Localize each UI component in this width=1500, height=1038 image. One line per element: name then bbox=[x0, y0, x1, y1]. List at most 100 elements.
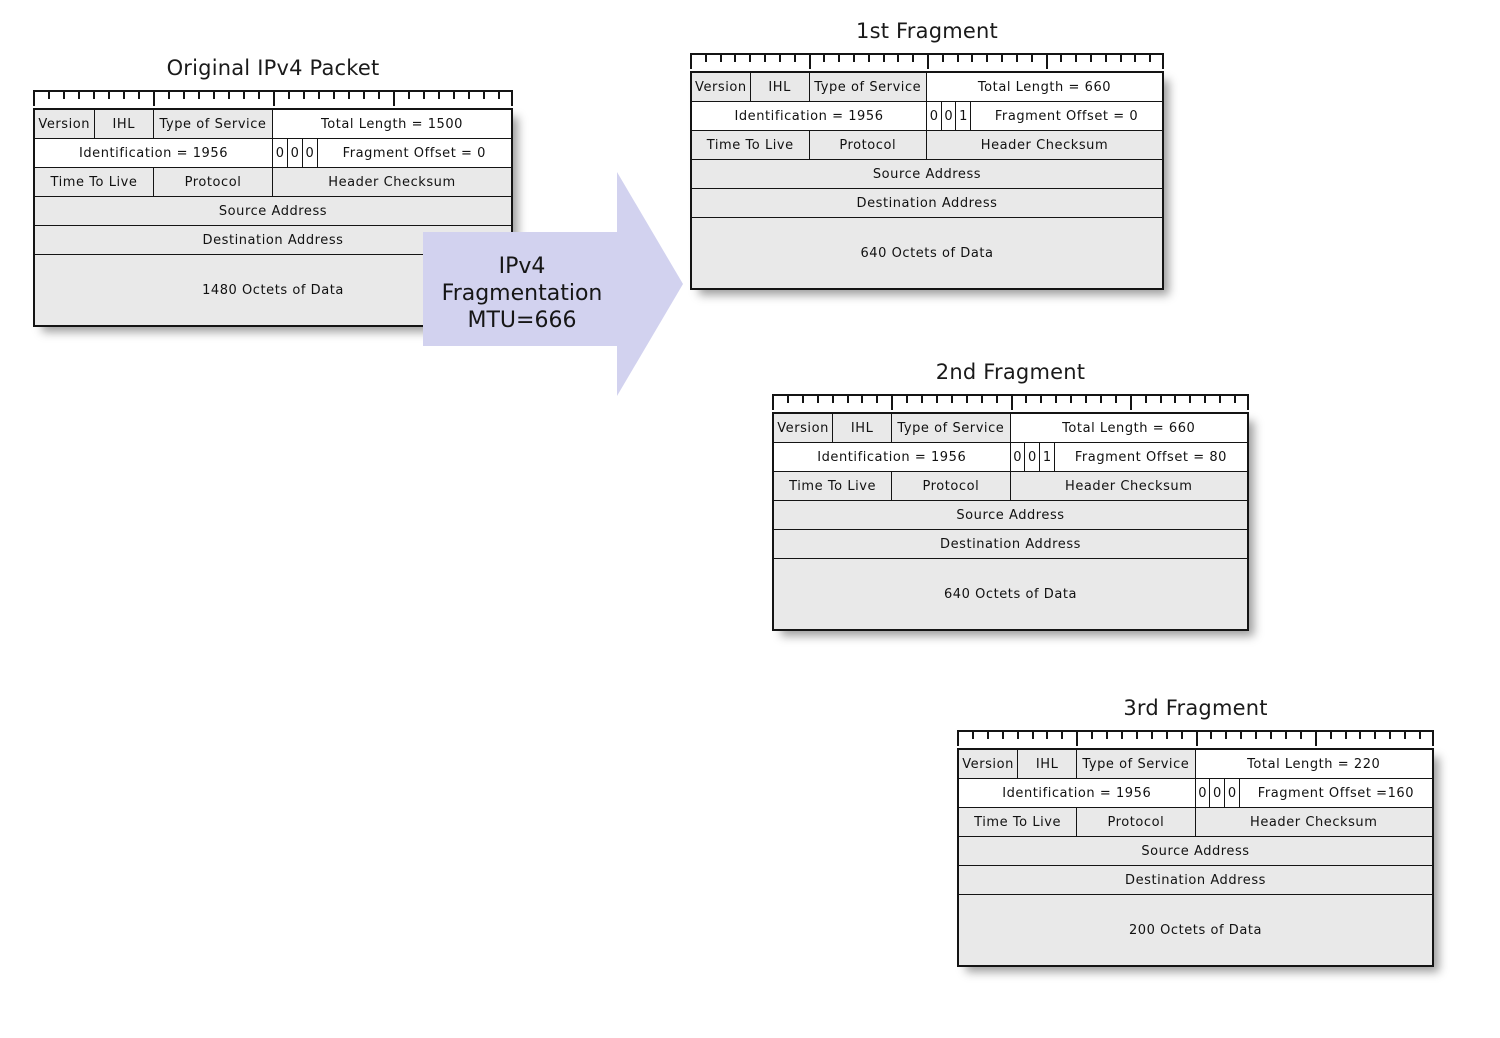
ruler-tick-minor bbox=[1089, 53, 1092, 62]
header-field: Total Length = 660 bbox=[1010, 414, 1247, 442]
header-field: 0 bbox=[1196, 779, 1211, 807]
ruler-tick-major bbox=[1076, 730, 1079, 746]
header-field: Header Checksum bbox=[1250, 814, 1378, 830]
ruler-tick-minor bbox=[213, 90, 215, 99]
ruler-tick-major bbox=[1010, 394, 1013, 410]
ruler-tick-major bbox=[1195, 730, 1198, 746]
ruler-tick-major bbox=[1045, 53, 1048, 69]
header-field: Total Length = 1500 bbox=[273, 110, 511, 138]
ruler-tick-major bbox=[1162, 53, 1164, 69]
header-field: Header Checksum bbox=[1065, 478, 1193, 494]
header-field: 0 bbox=[288, 139, 303, 167]
ruler-tick-minor bbox=[921, 394, 924, 403]
ruler-tick-minor bbox=[852, 53, 855, 62]
ruler-tick-minor bbox=[801, 394, 804, 403]
header-field: Fragment Offset = 0 bbox=[342, 145, 486, 161]
header-field: Identification = 1956 bbox=[35, 139, 273, 167]
header-field: Version bbox=[35, 110, 95, 138]
ruler-tick-minor bbox=[764, 53, 767, 62]
header-field: Protocol bbox=[810, 131, 927, 159]
ruler-tick-minor bbox=[846, 394, 849, 403]
header-field: Destination Address bbox=[940, 536, 1081, 552]
ruler-tick-minor bbox=[912, 53, 915, 62]
header-row: Source Address bbox=[959, 837, 1432, 866]
ruler-tick-major bbox=[273, 90, 275, 106]
bit-ruler bbox=[690, 53, 1164, 69]
ruler-tick-minor bbox=[1015, 53, 1018, 62]
header-field: 200 Octets of Data bbox=[1128, 922, 1263, 938]
ruler-tick-minor bbox=[93, 90, 95, 99]
ruler-tick-major bbox=[927, 53, 929, 69]
ruler-tick-minor bbox=[1404, 730, 1407, 739]
header-field: Type of Service bbox=[1077, 750, 1196, 778]
header-field: Destination Address bbox=[1125, 872, 1266, 888]
header-row: 640 Octets of Data bbox=[774, 559, 1247, 629]
ruler-tick-minor bbox=[778, 53, 781, 62]
header-field: Type of Service bbox=[892, 414, 1011, 442]
ruler-tick-minor bbox=[123, 90, 125, 99]
header-field: Fragment Offset =160 bbox=[1257, 785, 1415, 801]
header-row: Source Address bbox=[35, 197, 511, 226]
ruler-tick-minor bbox=[838, 53, 841, 62]
ruler-tick-minor bbox=[971, 53, 974, 62]
ruler-tick-minor bbox=[876, 394, 879, 403]
ruler-tick-minor bbox=[704, 53, 707, 62]
ruler-tick-minor bbox=[1055, 394, 1058, 403]
header-field: 640 Octets of Data bbox=[860, 245, 994, 261]
bit-ruler bbox=[957, 730, 1434, 746]
header-row: Source Address bbox=[692, 160, 1162, 189]
ruler-tick-minor bbox=[867, 53, 870, 62]
header-row: 640 Octets of Data bbox=[692, 218, 1162, 288]
ruler-tick-minor bbox=[935, 394, 938, 403]
ruler-tick-minor bbox=[183, 90, 185, 99]
fragmentation-arrow: IPv4 Fragmentation MTU=666 bbox=[423, 170, 685, 398]
ruler-tick-minor bbox=[363, 90, 365, 99]
header-field: Fragment Offset = 0 bbox=[994, 108, 1139, 124]
ruler-tick-minor bbox=[749, 53, 752, 62]
ruler-tick-minor bbox=[243, 90, 245, 99]
ruler-tick-minor bbox=[950, 394, 953, 403]
ruler-tick-major bbox=[808, 53, 811, 69]
ruler-tick-minor bbox=[303, 90, 305, 99]
right-arrow-icon bbox=[423, 172, 683, 396]
header-field: 1 bbox=[956, 102, 972, 130]
header-field: Version bbox=[959, 750, 1019, 778]
ruler-tick-minor bbox=[1165, 730, 1168, 739]
ruler-tick-minor bbox=[1219, 394, 1222, 403]
bit-ruler bbox=[33, 90, 513, 106]
ruler-tick-minor bbox=[1135, 730, 1138, 739]
header-field: IHL bbox=[751, 73, 810, 101]
header-field: 640 Octets of Data bbox=[943, 586, 1078, 602]
ruler-tick-minor bbox=[1299, 730, 1302, 739]
ruler-tick-minor bbox=[1099, 394, 1102, 403]
ruler-tick-minor bbox=[1374, 730, 1377, 739]
header-field: Protocol bbox=[154, 168, 273, 196]
header-field: Version bbox=[692, 73, 751, 101]
ruler-tick-minor bbox=[1025, 394, 1028, 403]
header-field: 0 bbox=[1025, 443, 1041, 471]
ruler-tick-minor bbox=[1120, 730, 1123, 739]
ruler-tick-minor bbox=[1046, 730, 1049, 739]
header-field: Version bbox=[774, 414, 834, 442]
ruler-tick-minor bbox=[63, 90, 65, 99]
ruler-tick-minor bbox=[1075, 53, 1078, 62]
header-field: Destination Address bbox=[202, 232, 344, 248]
ruler-tick-major bbox=[1432, 730, 1434, 746]
ruler-tick-minor bbox=[793, 53, 796, 62]
ruler-tick-minor bbox=[498, 90, 500, 99]
header-row: Destination Address bbox=[774, 530, 1247, 559]
ruler-tick-minor bbox=[1106, 730, 1109, 739]
ruler-tick-minor bbox=[941, 53, 944, 62]
header-field: 0 bbox=[303, 139, 318, 167]
ruler-tick-minor bbox=[1149, 53, 1152, 62]
header-field: Time To Live bbox=[692, 131, 810, 159]
ruler-tick-minor bbox=[483, 90, 485, 99]
ruler-tick-minor bbox=[1114, 394, 1117, 403]
ruler-tick-minor bbox=[318, 90, 320, 99]
ruler-tick-minor bbox=[816, 394, 819, 403]
